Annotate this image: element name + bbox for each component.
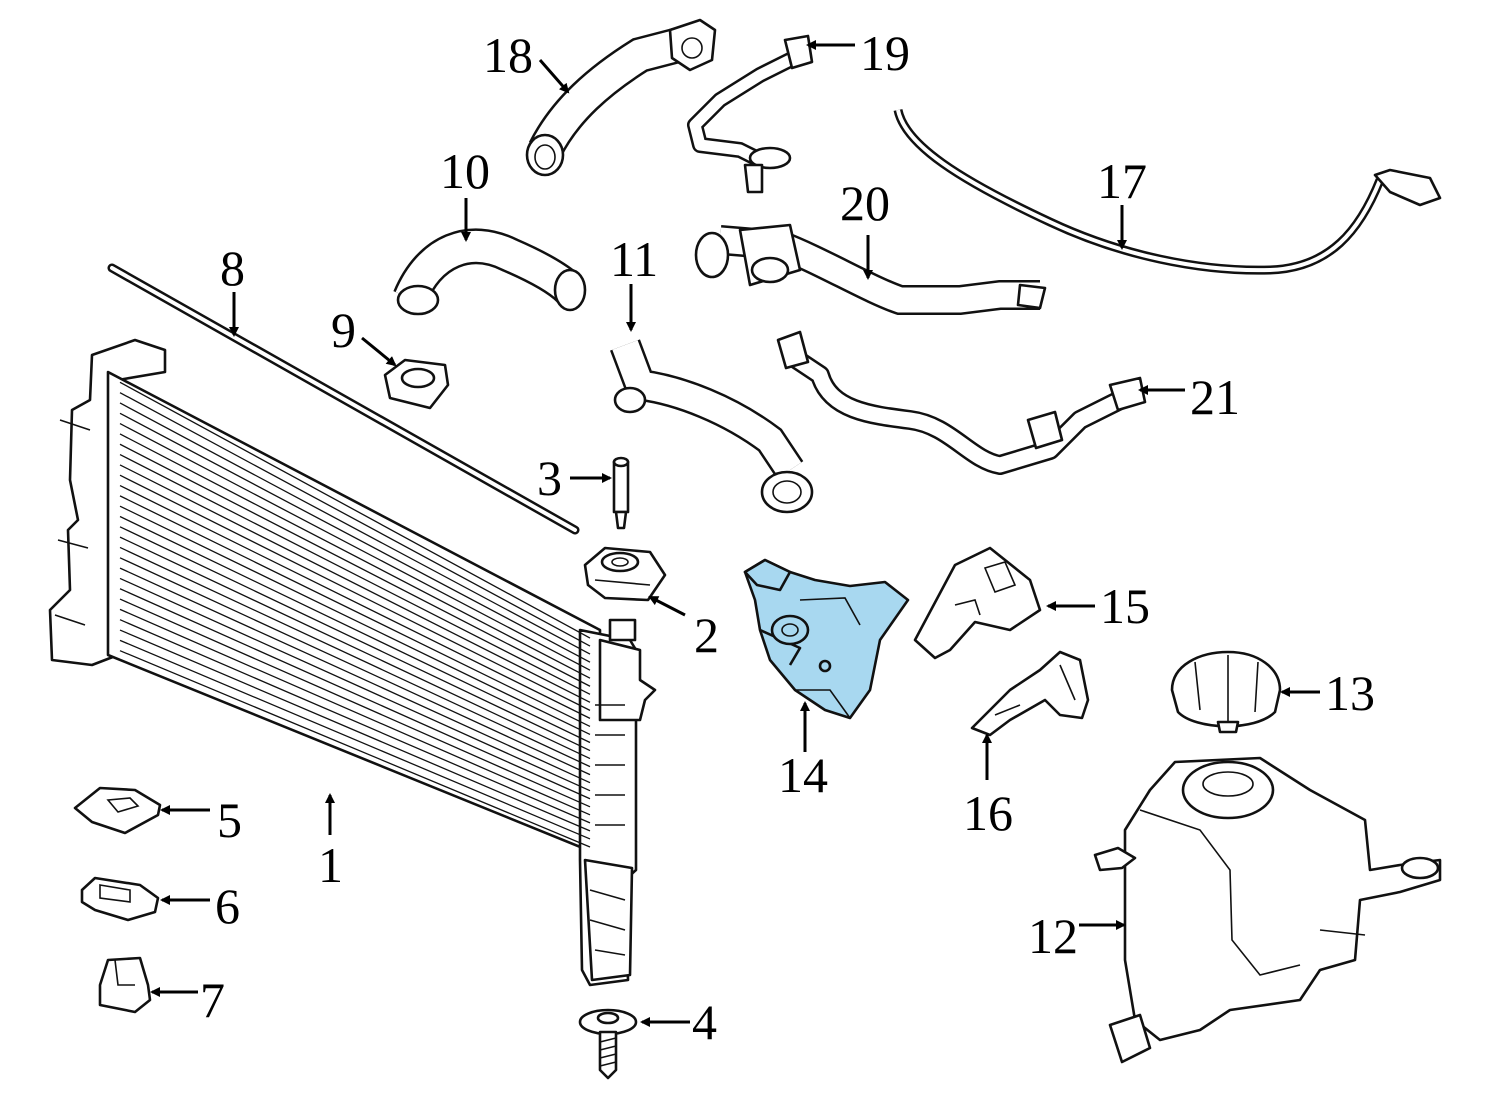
callout-arrows xyxy=(150,40,1320,1027)
callout-12: 12 xyxy=(1028,908,1078,964)
callout-7: 7 xyxy=(200,972,225,1028)
part-18-hose[interactable] xyxy=(525,18,717,177)
callout-1: 1 xyxy=(318,837,343,893)
callout-4: 4 xyxy=(692,994,717,1050)
callout-5: 5 xyxy=(217,792,242,848)
part-3-pin[interactable] xyxy=(612,456,630,530)
part-8-rod[interactable] xyxy=(107,263,580,535)
part-5-clip[interactable] xyxy=(73,786,162,835)
callout-19: 19 xyxy=(860,25,910,81)
part-17-line[interactable] xyxy=(893,108,1442,275)
callout-16: 16 xyxy=(963,785,1013,841)
part-15-bracket[interactable] xyxy=(913,546,1042,660)
part-1-radiator[interactable] xyxy=(48,338,657,987)
part-7-clip[interactable] xyxy=(98,956,152,1014)
part-21-hose[interactable] xyxy=(776,330,1147,475)
callout-3: 3 xyxy=(537,450,562,506)
callout-labels: 1 2 3 4 5 6 7 8 9 10 11 12 13 14 15 16 1… xyxy=(200,25,1375,1050)
callout-8: 8 xyxy=(220,240,245,296)
callout-10: 10 xyxy=(440,143,490,199)
callout-15: 15 xyxy=(1100,578,1150,634)
callout-18: 18 xyxy=(483,27,533,83)
callout-2: 2 xyxy=(694,607,719,663)
part-4-bolt[interactable] xyxy=(578,1008,638,1080)
part-9-mount-pad[interactable] xyxy=(383,358,450,410)
part-12-reservoir[interactable] xyxy=(1093,756,1442,1064)
part-6-clip[interactable] xyxy=(80,876,160,922)
callout-17: 17 xyxy=(1097,153,1147,209)
callout-21: 21 xyxy=(1190,369,1240,425)
callout-14: 14 xyxy=(778,747,828,803)
callout-9: 9 xyxy=(331,302,356,358)
callout-13: 13 xyxy=(1325,665,1375,721)
part-10-hose[interactable] xyxy=(393,228,587,316)
callout-6: 6 xyxy=(215,878,240,934)
part-2-mount[interactable] xyxy=(583,546,667,602)
part-19-hose[interactable] xyxy=(687,34,814,194)
part-13-cap[interactable] xyxy=(1170,650,1282,734)
callout-20: 20 xyxy=(840,175,890,231)
part-20-hose[interactable] xyxy=(694,223,1047,315)
part-16-bracket[interactable] xyxy=(970,650,1090,737)
part-14-water-pump[interactable] xyxy=(743,558,910,720)
part-11-hose[interactable] xyxy=(610,339,814,514)
callout-11: 11 xyxy=(610,231,658,287)
